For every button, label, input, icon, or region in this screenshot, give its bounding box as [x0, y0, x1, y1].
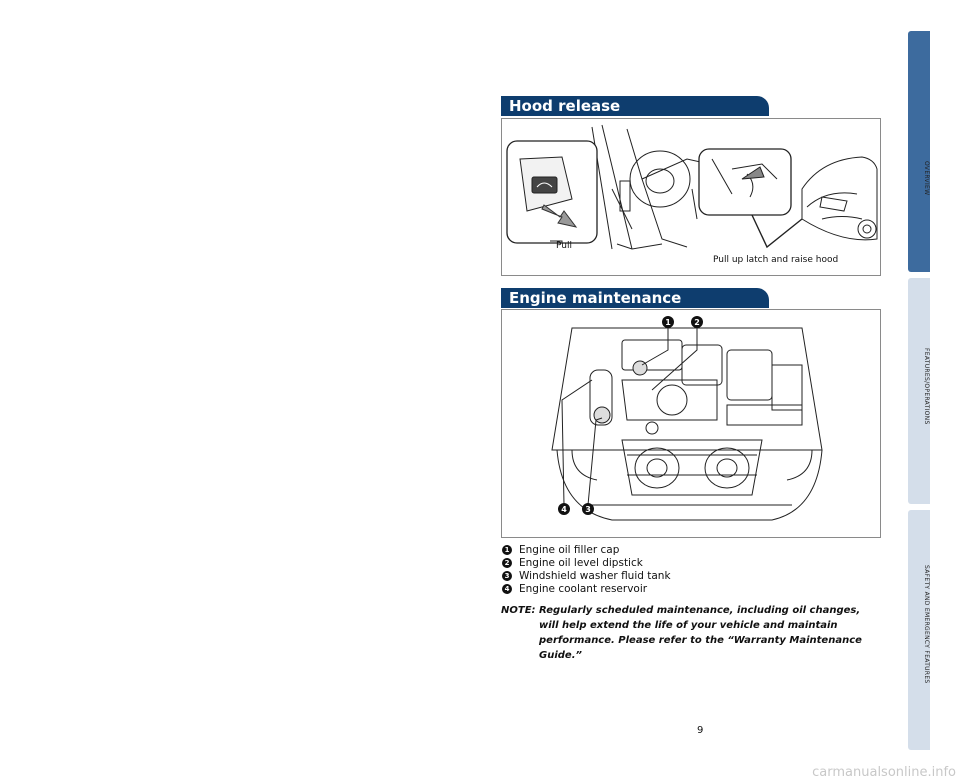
tab-features-operations-label: FEATURES/OPERATIONS — [923, 348, 930, 425]
tab-overview-label: OVERVIEW — [923, 161, 930, 196]
tab-safety-emergency-label: SAFETY AND EMERGENCY FEATURES — [923, 565, 930, 684]
legend-text: Engine oil level dipstick — [519, 556, 643, 569]
note-prefix: NOTE: — [501, 605, 536, 616]
engine-maintenance-header: Engine maintenance — [501, 288, 769, 308]
legend-text: Windshield washer fluid tank — [519, 569, 671, 582]
hood-release-figure: Pull Pull up latch and raise hood — [501, 118, 881, 276]
tab-safety-emergency[interactable]: SAFETY AND EMERGENCY FEATURES — [908, 510, 930, 750]
callout-1-marker — [662, 316, 674, 328]
hood-release-header: Hood release — [501, 96, 769, 116]
legend-number-badge: 1 — [502, 544, 512, 555]
hood-release-illustration — [506, 124, 878, 250]
engine-bay-illustration: 1 2 3 4 — [551, 316, 823, 521]
engine-maintenance-figure: 1 2 3 4 — [501, 309, 881, 538]
maintenance-note: NOTE: Regularly scheduled maintenance, i… — [501, 603, 881, 663]
engine-legend: 1 Engine oil filler cap 2 Engine oil lev… — [502, 543, 671, 595]
pull-label: Pull — [556, 241, 572, 251]
page-number: 9 — [697, 725, 704, 736]
tab-overview[interactable]: OVERVIEW — [908, 31, 930, 272]
legend-item: 3 Windshield washer fluid tank — [502, 569, 671, 582]
legend-text: Engine oil filler cap — [519, 543, 620, 556]
legend-item: 2 Engine oil level dipstick — [502, 556, 671, 569]
note-text: Regularly scheduled maintenance, includi… — [539, 605, 862, 661]
callout-3-marker — [582, 503, 594, 515]
callout-3-label: 3 — [585, 505, 591, 514]
legend-text: Engine coolant reservoir — [519, 582, 648, 595]
tab-features-operations[interactable]: FEATURES/OPERATIONS — [908, 278, 930, 504]
watermark: carmanualsonline.info — [812, 765, 956, 780]
callout-4-marker — [558, 503, 570, 515]
legend-item: 4 Engine coolant reservoir — [502, 582, 671, 595]
legend-number-badge: 3 — [502, 570, 512, 581]
legend-number-badge: 2 — [502, 557, 512, 568]
latch-label: Pull up latch and raise hood — [713, 255, 839, 265]
callout-4-label: 4 — [561, 505, 567, 514]
legend-item: 1 Engine oil filler cap — [502, 543, 671, 556]
callout-2-label: 2 — [694, 318, 700, 327]
legend-number-badge: 4 — [502, 583, 512, 594]
callout-2-marker — [691, 316, 703, 328]
callout-1-label: 1 — [665, 318, 671, 327]
